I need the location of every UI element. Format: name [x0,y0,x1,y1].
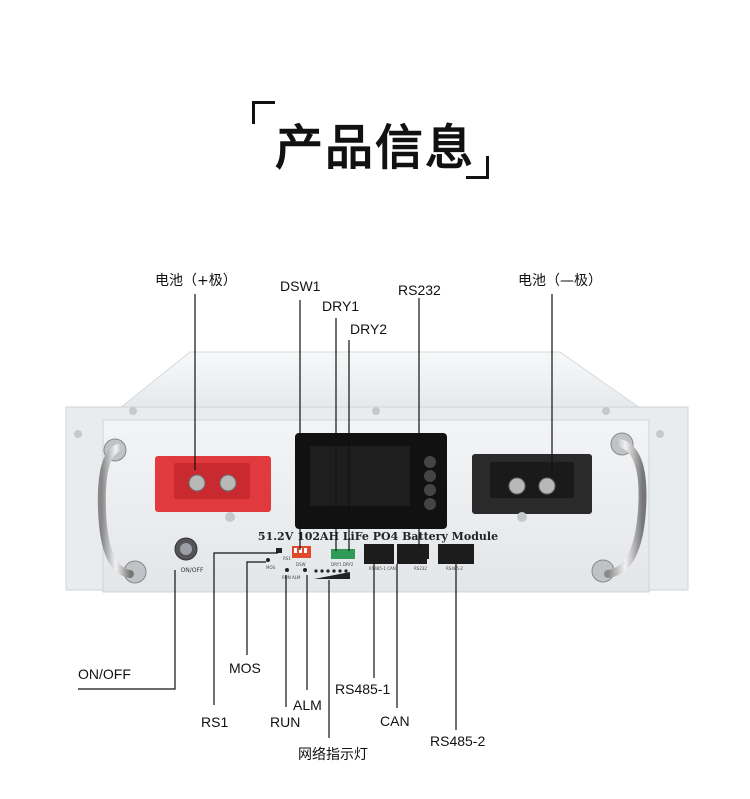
panel-dsw-text: DSW [296,562,306,567]
label-can: CAN [380,713,410,729]
rs485-2-port [438,544,474,564]
label-dry2: DRY2 [350,321,388,337]
title-bracket-right [466,156,489,179]
screw-icon [74,430,82,438]
screw-icon [372,407,380,415]
panel-dry-text: DRY1 DRY2 [331,562,354,567]
label-dry1: DRY1 [322,298,360,314]
label-network-indicator: 网络指示灯 [298,747,368,763]
chassis-top [118,351,642,409]
right-handle [591,432,647,583]
rs485-1-port [364,544,394,564]
reset-button [276,548,282,553]
positive-terminal [155,456,271,522]
left-handle [97,438,147,584]
run-led [285,568,289,572]
panel-rs485-can-text: RS485-1 CAN [369,566,396,571]
page-title: 产品信息 [274,120,475,176]
mos-led [266,558,270,562]
label-rs485-2: RS485-2 [430,733,486,749]
rs232-port [411,544,429,559]
model-text: 51.2V 102AH LiFe PO4 Battery Module [258,530,498,543]
label-rs232: RS232 [398,282,441,298]
label-dsw1: DSW1 [280,278,321,294]
panel-mos-text: MOS [266,565,276,570]
lcd-display [295,433,447,529]
panel-run-alm-text: RUN ALM [282,575,301,580]
label-rs1: RS1 [201,714,229,730]
negative-terminal [472,454,592,522]
label-rs485-1: RS485-1 [335,681,391,697]
network-leds [314,569,350,579]
label-mos: MOS [229,660,261,676]
label-alm: ALM [293,697,322,713]
label-on-off: ON/OFF [78,666,131,682]
screw-icon [129,407,137,415]
leader-lines [78,294,553,738]
panel-rs232-text: RS232 [414,566,427,571]
title-bracket-left [252,101,275,124]
screw-icon [602,407,610,415]
panel-onoff-text: ON/OFF [181,567,204,574]
dry-contact-connector [331,549,355,559]
power-button [174,537,198,561]
label-run: RUN [270,714,301,730]
label-battery-negative: 电池（—极） [518,273,602,289]
label-battery-positive: 电池（+极） [155,273,237,289]
panel-rs485-2-text: RS485-2 [446,566,463,571]
dip-switch [292,546,311,558]
screw-icon [656,430,664,438]
alm-led [303,568,307,572]
panel-rs1-text: RS1 [283,556,291,561]
